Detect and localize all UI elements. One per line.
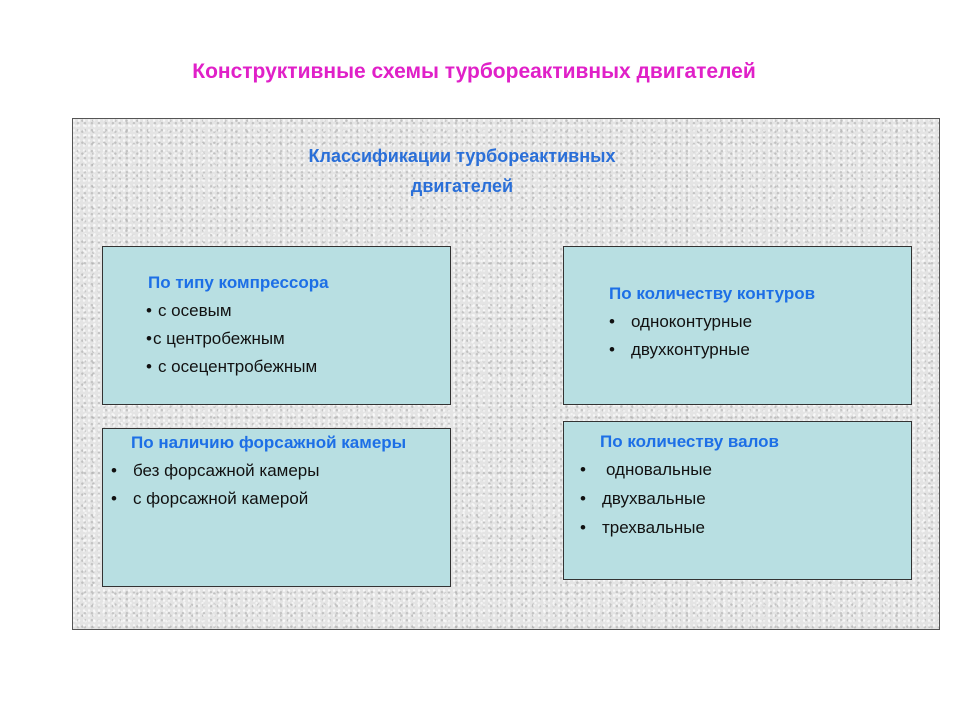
shafts-item-label: двухвальные <box>601 489 706 508</box>
afterburner-item-without: • без форсажной камеры <box>111 461 319 481</box>
bullet-icon: • <box>609 312 615 331</box>
bullet-icon: • <box>146 329 152 348</box>
bullet-icon: • <box>111 489 117 508</box>
contours-item-label: двухконтурные <box>630 340 750 359</box>
shafts-item-dual: • двухвальные <box>580 489 706 509</box>
bullet-icon: • <box>111 461 117 480</box>
afterburner-heading: По наличию форсажной камеры <box>131 433 407 452</box>
slide-title-text: Конструктивные схемы турбореактивных дви… <box>192 60 756 83</box>
bullet-icon: • <box>609 340 615 359</box>
classification-title-line1: Классификации турбореактивных <box>308 146 616 166</box>
classification-title: Классификации турбореактивных двигателей <box>273 141 651 201</box>
contours-item-label: одноконтурные <box>630 312 753 331</box>
afterburner-item-label: без форсажной камеры <box>132 461 320 480</box>
contours-heading: По количеству контуров <box>609 284 816 303</box>
shafts-heading: По количеству валов <box>600 432 779 451</box>
bullet-icon: • <box>580 518 586 537</box>
shafts-item-triple: • трехвальные <box>580 518 705 538</box>
compressor-item-label: с осевым <box>157 301 232 320</box>
bullet-icon: • <box>580 460 586 479</box>
shafts-box: По количеству валов • одновальные • двухва… <box>563 421 912 580</box>
contours-item-dual: • двухконтурные <box>609 340 750 360</box>
compressor-item-axial: • с осевым <box>146 301 232 321</box>
classification-panel: Классификации турбореактивных двигателей… <box>72 118 940 630</box>
bullet-icon: • <box>580 489 586 508</box>
shafts-item-label: одновальные <box>605 460 712 479</box>
contours-item-single: • одноконтурные <box>609 312 752 332</box>
compressor-type-box: По типу компрессора • с осевым •с центроб… <box>102 246 451 405</box>
contours-box: По количеству контуров • одноконтурные • д… <box>563 246 912 405</box>
shafts-item-label: трехвальные <box>601 518 705 537</box>
bullet-icon: • <box>146 301 152 320</box>
compressor-item-label: с центробежным <box>152 329 285 348</box>
compressor-type-heading: По типу компрессора <box>148 273 329 292</box>
compressor-item-label: с осецентробежным <box>157 357 318 376</box>
bullet-icon: • <box>146 357 152 376</box>
afterburner-item-with: • с форсажной камерой <box>111 489 308 509</box>
compressor-item-centrifugal: •с центробежным <box>146 329 285 349</box>
compressor-item-axial-centrifugal: • с осецентробежным <box>146 357 317 377</box>
afterburner-box: По наличию форсажной камеры • без форсажн… <box>102 428 451 587</box>
afterburner-item-label: с форсажной камерой <box>132 489 309 508</box>
classification-title-line2: двигателей <box>410 176 514 196</box>
shafts-item-single: • одновальные <box>580 460 712 480</box>
slide-title: Конструктивные схемы турбореактивных дви… <box>0 60 960 84</box>
